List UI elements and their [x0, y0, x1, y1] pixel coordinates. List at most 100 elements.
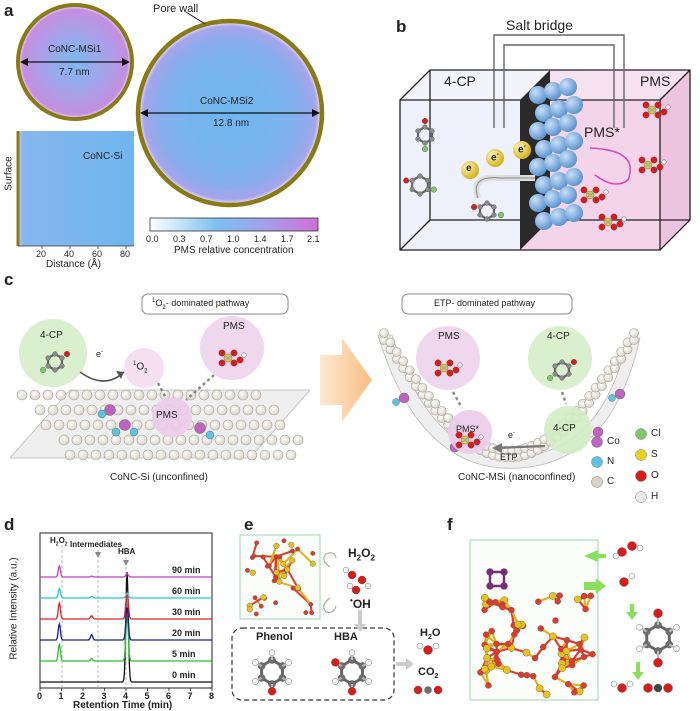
hydrogen-atom: [366, 679, 372, 685]
oxygen-atom: [651, 157, 657, 163]
framework-atom: [505, 641, 511, 647]
framework-atom: [272, 579, 276, 583]
sheet-carbon-atom: [91, 450, 101, 460]
si-x-axis-label: Distance (Å): [46, 259, 101, 270]
framework-atom: [483, 654, 490, 661]
sheet-carbon-atom: [137, 435, 147, 445]
framework-atom: [494, 649, 500, 655]
framework-atom: [494, 657, 500, 663]
framework-atom: [282, 573, 288, 579]
oxygen-atom: [219, 360, 225, 366]
oxygen-atom: [644, 684, 653, 693]
d-x-tick-label: 4: [123, 691, 128, 701]
framework-atom: [311, 551, 315, 555]
oxygen-atom: [618, 684, 627, 693]
catalyst-ball: [559, 78, 577, 96]
cbar-tick-5: 1.7: [281, 234, 294, 244]
si-label: CoNC-Si: [83, 151, 122, 162]
hydrogen-atom: [629, 573, 635, 579]
singlet-oxygen-label: 1O2: [133, 361, 147, 374]
framework-atom: [492, 599, 498, 605]
curved-sheet-atom: [418, 383, 427, 392]
hydrogen-atom: [622, 217, 627, 222]
framework-atom: [514, 627, 520, 633]
framework-atom: [481, 594, 488, 601]
cbar-tick-4: 1.4: [254, 234, 267, 244]
legend-label-o: O: [651, 470, 659, 481]
framework-atom: [571, 689, 577, 695]
cp-carbon: [425, 178, 430, 183]
electron-label-1: e: [466, 163, 472, 174]
oxygen-atom: [655, 102, 661, 108]
si-x-tick-80: 80: [120, 249, 130, 259]
oxygen-atom: [611, 224, 617, 230]
catalyst-ball: [565, 204, 583, 222]
sheet-carbon-atom: [247, 450, 257, 460]
cp-carbon: [410, 187, 415, 192]
curved-sheet-atom: [405, 366, 414, 375]
nitrogen-atom: [609, 395, 616, 402]
cobalt-atom: [501, 569, 508, 576]
cp-carbon: [492, 205, 497, 210]
cp-carbon: [560, 376, 565, 381]
hydrogen-atom: [674, 646, 680, 652]
h2o-label: H2O: [420, 627, 440, 641]
hba-label: HBA: [334, 631, 358, 643]
sheet-carbon-atom: [104, 450, 114, 460]
cbar-tick-1: 0.3: [173, 234, 186, 244]
pore-wall-label: Pore wall: [153, 3, 198, 15]
cobalt-atom: [195, 423, 206, 434]
cp-oxygen: [471, 204, 477, 210]
cp-left-label: 4-CP: [40, 330, 63, 341]
framework-atom: [290, 558, 296, 564]
sheet-carbon-atom: [85, 435, 95, 445]
sheet-carbon-atom: [249, 420, 259, 430]
framework-atom: [549, 592, 556, 599]
cp-carbon: [46, 356, 51, 361]
trace-label-90-min: 90 min: [172, 565, 201, 575]
hydrogen-atom: [479, 435, 484, 440]
oxygen-atom: [453, 367, 459, 373]
cbar-tick-3: 1.0: [227, 234, 240, 244]
cp-compartment-label: 4-CP: [444, 73, 476, 89]
framework-atom: [543, 691, 550, 698]
hydrogen-atom: [269, 650, 275, 656]
oxygen-atom: [643, 112, 649, 118]
panel-letter-a: a: [4, 1, 13, 21]
panel-letter-d: d: [4, 515, 14, 535]
nitrogen-atom: [98, 410, 106, 418]
curved-sheet-atom: [412, 375, 421, 384]
framework-atom: [493, 641, 499, 647]
carbon-atom: [654, 684, 662, 692]
framework-atom: [483, 632, 489, 638]
curl-arrow-2: [324, 598, 336, 612]
hydrogen-atom: [343, 567, 349, 573]
hydrogen-atom: [252, 659, 258, 665]
panel-a: [18, 5, 322, 249]
sheet-carbon-atom: [228, 435, 238, 445]
sheet-carbon-atom: [212, 390, 222, 400]
d-x-tick-label: 5: [145, 691, 150, 701]
oxygen-atom: [348, 687, 356, 695]
transition-arrow: [320, 338, 372, 422]
sheet-carbon-atom: [262, 420, 272, 430]
framework-atom: [265, 564, 269, 568]
sheet-carbon-atom: [17, 390, 27, 400]
oxygen-atom: [447, 370, 453, 376]
oxygen-atom: [661, 109, 667, 115]
left-pathway-title: 1O2- dominated pathway: [152, 298, 249, 311]
cp-right-label: 4-CP: [547, 331, 570, 342]
pms-left-label: PMS: [223, 321, 245, 332]
framework-atom: [590, 651, 596, 657]
framework-atom: [558, 665, 565, 672]
d-x-tick-label: 7: [188, 691, 193, 701]
framework-atom: [538, 625, 544, 631]
framework-atom: [254, 612, 258, 616]
cobalt-atom: [399, 393, 409, 403]
sheet-carbon-atom: [217, 405, 227, 415]
sheet-carbon-atom: [223, 420, 233, 430]
right-caption: CoNC-MSi (nanoconfined): [458, 472, 575, 483]
framework-atom: [276, 555, 280, 559]
d-x-tick-label: 8: [209, 691, 214, 701]
si-x-tick-40: 40: [64, 249, 74, 259]
